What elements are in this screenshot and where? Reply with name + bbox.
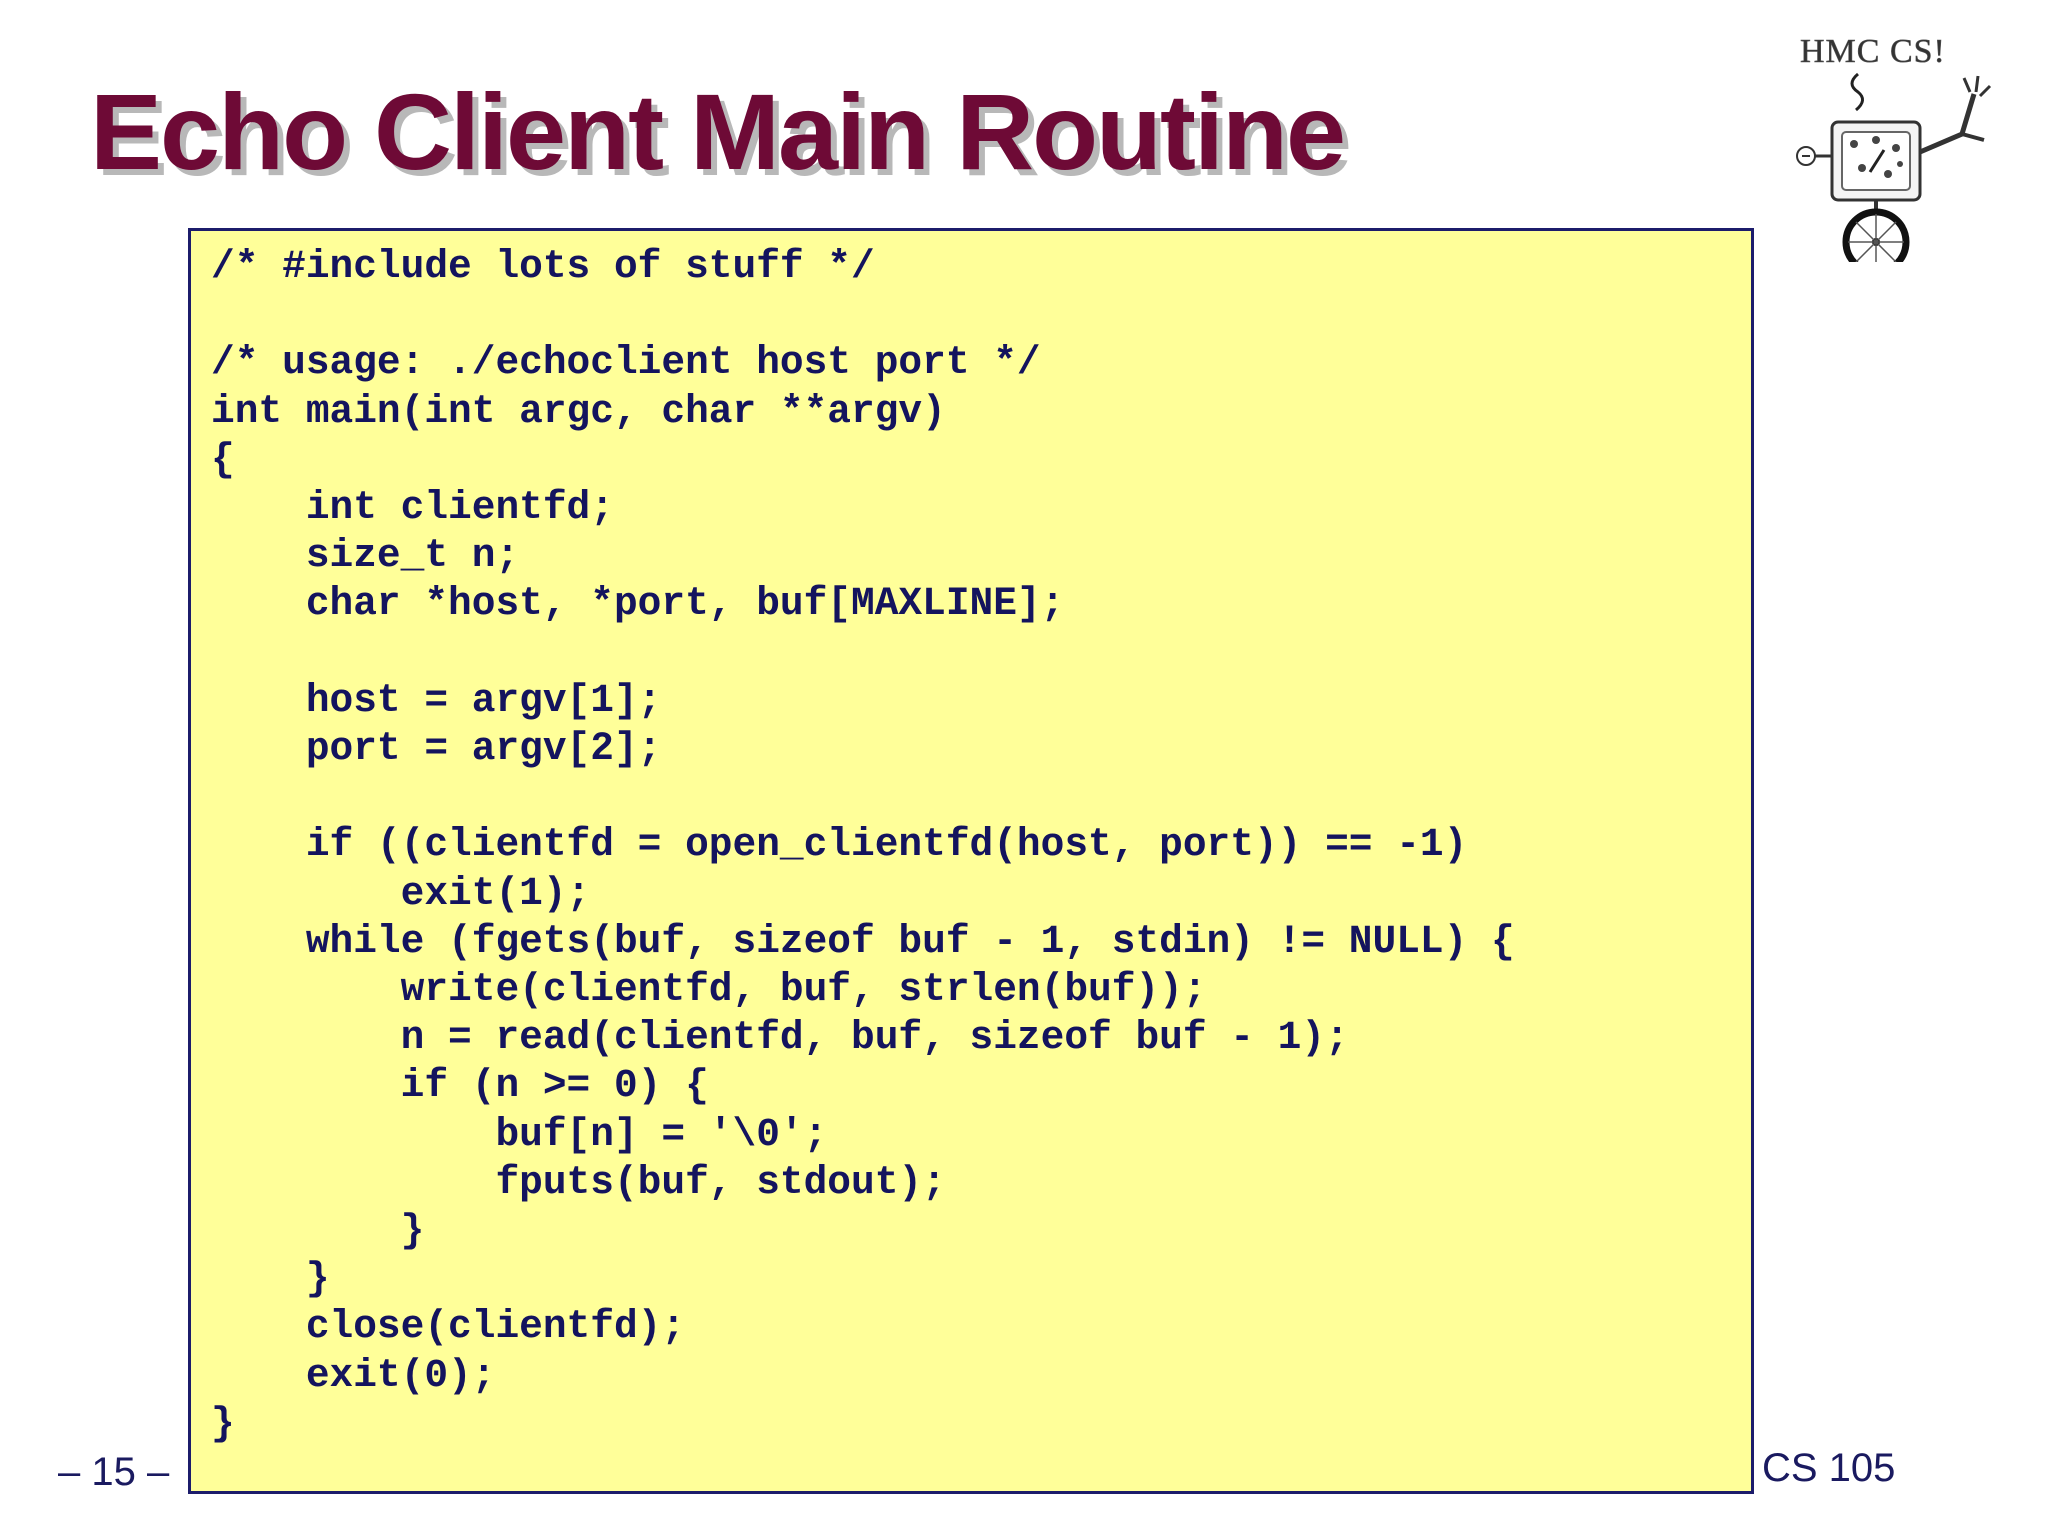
page-number: – 15 – [58, 1450, 170, 1494]
slide-title: Echo Client Main Routine [90, 71, 1346, 192]
code-listing: /* #include lots of stuff */ /* usage: .… [211, 244, 1515, 1446]
code-listing-box: /* #include lots of stuff */ /* usage: .… [188, 228, 1754, 1494]
hmc-cs-logo: HMC CS! [1792, 22, 2012, 276]
logo-text: HMC CS! [1800, 33, 1946, 70]
course-label: CS 105 [1762, 1446, 1896, 1490]
hmc-cs-robot-icon: HMC CS! [1796, 33, 1992, 276]
